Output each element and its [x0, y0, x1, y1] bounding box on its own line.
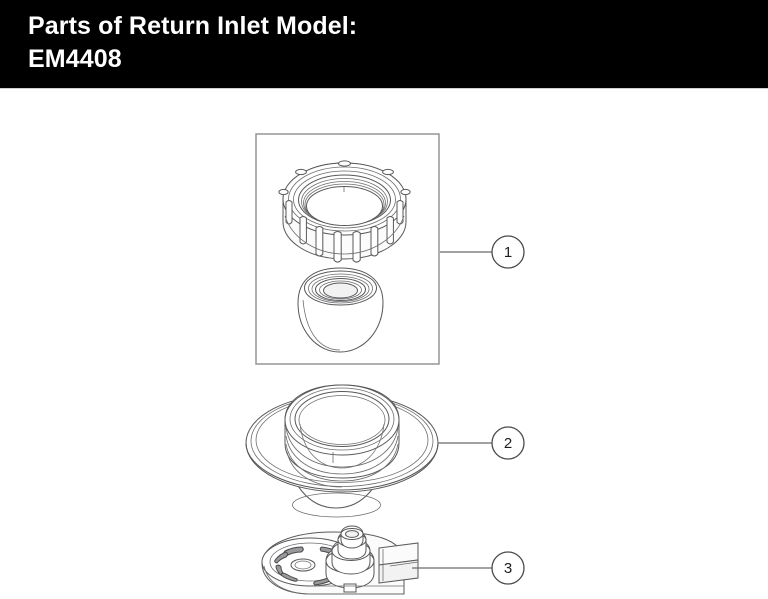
- stepped-cylindrical-boss: [325, 525, 375, 593]
- callout-3-label: 3: [504, 560, 512, 577]
- base-disc-center-hole-inner: [294, 560, 312, 570]
- header-banner: Parts of Return Inlet Model: EM4408: [0, 0, 768, 88]
- eyeball-rim-5: [319, 280, 362, 300]
- eyeball-rim-2: [308, 273, 373, 304]
- flat-tab-extension: [378, 542, 419, 584]
- callout-2-circle[interactable]: [491, 426, 525, 460]
- collar-top-ring-2: [289, 387, 395, 451]
- callout-1-label: 1: [504, 244, 512, 261]
- boss-base-key-tab: [343, 583, 357, 593]
- callout-3[interactable]: 3: [491, 551, 525, 585]
- tab-groove-line: [389, 561, 419, 567]
- callout-2[interactable]: 2: [491, 426, 525, 460]
- collar-bore-outer: [294, 391, 390, 447]
- lock-ring-shadow-arc: [284, 215, 405, 255]
- collar-threads: [285, 427, 399, 488]
- eyeball-nozzle-opening: [323, 282, 358, 299]
- eyeball-rim-3: [311, 276, 370, 302]
- threaded-lock-ring-nut: [278, 160, 411, 263]
- boss-center-recess: [345, 530, 359, 538]
- parts-diagram: 1 2 3: [0, 89, 768, 599]
- callout-1[interactable]: 1: [491, 235, 525, 269]
- callout-2-label: 2: [504, 435, 512, 452]
- eyeball-fitting-sphere: [297, 267, 384, 353]
- collar-inner-bowl: [299, 423, 385, 469]
- lock-ring-bore-inner: [306, 186, 383, 226]
- callout-3-circle[interactable]: [491, 551, 525, 585]
- lock-ring-ribs-front: [299, 216, 394, 263]
- eyeball-shading: [302, 299, 341, 351]
- base-plate-front-edge: [263, 565, 402, 595]
- header-divider: [0, 88, 768, 89]
- lock-ring-ribs-side: [285, 200, 404, 225]
- lock-ring-top-nubs: [278, 160, 411, 196]
- callout-1-circle[interactable]: [491, 235, 525, 269]
- flange-body-bottom-rim: [292, 492, 381, 518]
- part-1-group-box: [255, 133, 440, 365]
- base-plate-bracket: [261, 525, 419, 595]
- tab-side-face: [378, 559, 419, 584]
- collar-bore-inner: [298, 395, 386, 445]
- flange-disc-edge-thickness: [245, 442, 439, 491]
- lock-ring-step-1: [288, 166, 401, 232]
- lock-ring-step-2: [293, 170, 396, 229]
- page-title: Parts of Return Inlet Model: EM4408: [28, 12, 358, 73]
- wall-fitting-flange: [245, 384, 439, 518]
